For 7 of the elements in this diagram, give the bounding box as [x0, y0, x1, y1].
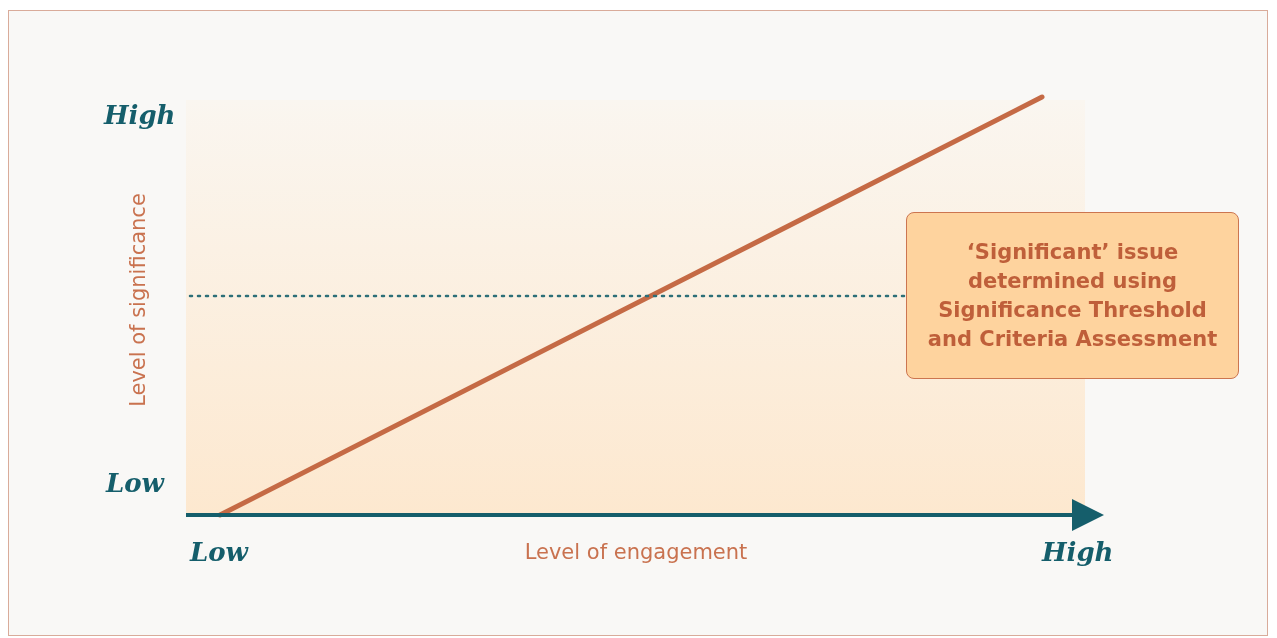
axis-level-label: Low: [190, 537, 248, 567]
callout-box: ‘Significant’ issue determined using Significance Threshold and Criteria Assessment: [906, 212, 1239, 379]
axis-level-label: Low: [106, 468, 164, 498]
axis-title: Level of significance: [126, 193, 150, 407]
axis-title: Level of engagement: [524, 540, 748, 564]
axis-level-label: High: [1042, 537, 1114, 567]
axis-level-label: High: [104, 100, 176, 130]
